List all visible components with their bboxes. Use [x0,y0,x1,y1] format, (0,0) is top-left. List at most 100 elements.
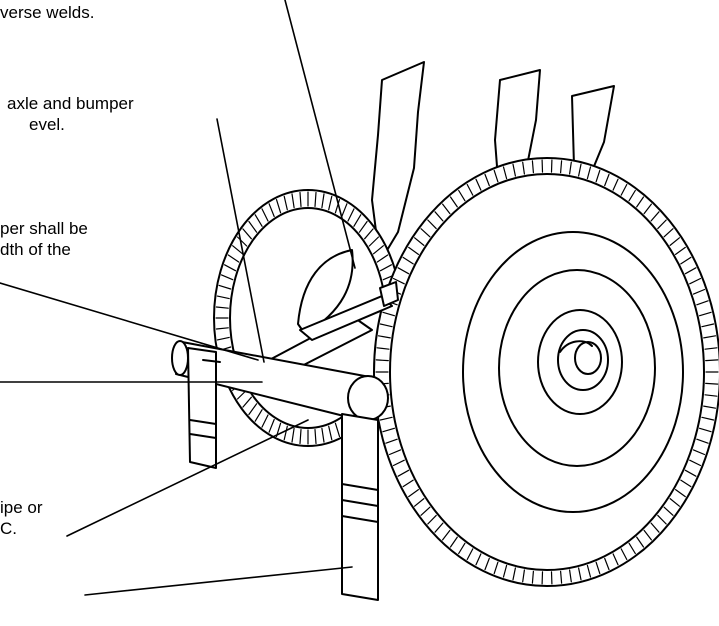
tread-line [368,236,380,247]
tread-line [684,469,697,477]
tread-line [568,161,572,175]
tread-line [493,169,499,183]
tread-line [502,564,508,578]
tread-line [220,274,234,281]
tread-line [458,542,466,555]
braces [257,281,399,373]
tread-line [586,564,592,578]
tread-line [376,254,389,263]
tread-line [420,228,431,238]
tread-line [291,193,295,209]
tread-line [650,522,660,533]
tread-line [218,284,232,290]
tread-line [379,416,393,421]
vertical-supports [187,347,379,601]
tread-line [512,567,517,581]
tread-line [321,193,325,209]
tread-line [379,323,393,328]
tread-line [261,208,269,222]
tread-line [696,300,709,306]
tread-line [402,256,414,265]
tread-line [408,489,419,498]
tread-line [674,489,686,498]
tread-line [696,438,709,444]
tread-line [314,429,317,445]
tread-line [427,219,437,230]
tread-line [612,178,619,191]
tread-line [458,189,466,202]
tread-line [382,427,395,433]
tread-line [242,396,252,408]
tread-line [216,295,230,300]
tread-line [291,427,295,443]
tread-line [704,347,718,350]
tread-line [484,557,490,571]
tread-line [283,195,288,211]
tread-line [358,220,368,233]
tread-line [577,567,582,581]
tread-line [268,203,275,218]
tread-line [254,409,263,422]
label-pipe-line-2: C. [0,519,17,538]
tread-line [522,161,526,175]
tread-line [328,425,333,441]
tread-line [314,191,317,207]
tread-line [261,414,269,428]
tread-line [283,425,288,441]
tread-line [414,237,425,246]
tread-line [449,196,458,208]
tread-line [248,220,258,233]
tread-line [376,347,390,350]
tread-line [402,479,414,488]
front-wheel [373,157,719,587]
tread-line [663,228,674,238]
label-transverse-welds: verse welds. [0,3,95,22]
tread-line [475,178,482,191]
tread-line [512,163,517,177]
tread-line [466,548,474,561]
label-axle-bumper-line-2: evel. [29,115,65,134]
tread-line [484,173,490,187]
tread-line [254,214,263,227]
tread-line [522,569,526,583]
leader-lines [0,0,356,596]
tread-line [674,246,686,255]
tread-line [628,542,636,555]
tread-line [334,199,341,214]
tread-line [698,311,712,317]
tread-line [372,245,384,255]
tread-line [442,203,451,215]
tread-line [703,405,717,409]
tread-line [636,536,645,548]
tread-line [595,561,601,575]
frame-rails [371,61,615,263]
tread-line [379,264,392,272]
tread-line [420,506,431,516]
tread-line [703,335,717,339]
tread-line [414,498,425,507]
tread-line [692,449,706,456]
tread-line [559,570,563,584]
tread-line [275,199,282,214]
tread-line [701,416,715,421]
tread-line [493,561,499,575]
tread-line [684,267,697,275]
tread-line [643,529,653,541]
tread-line [531,160,535,174]
tread-line [568,569,572,583]
tread-line [689,459,702,467]
tread-line [388,449,402,456]
tread-line [375,359,389,362]
tread-line [385,438,398,444]
tread-line [341,203,348,218]
tread-line [328,195,333,211]
tread-line [224,264,237,272]
tread-line [377,335,391,339]
tread-line [620,548,628,561]
tread-line [628,189,636,202]
tread-line [705,382,719,385]
tread-line [531,570,535,584]
tread-line [669,498,681,507]
tread-line [595,169,601,183]
